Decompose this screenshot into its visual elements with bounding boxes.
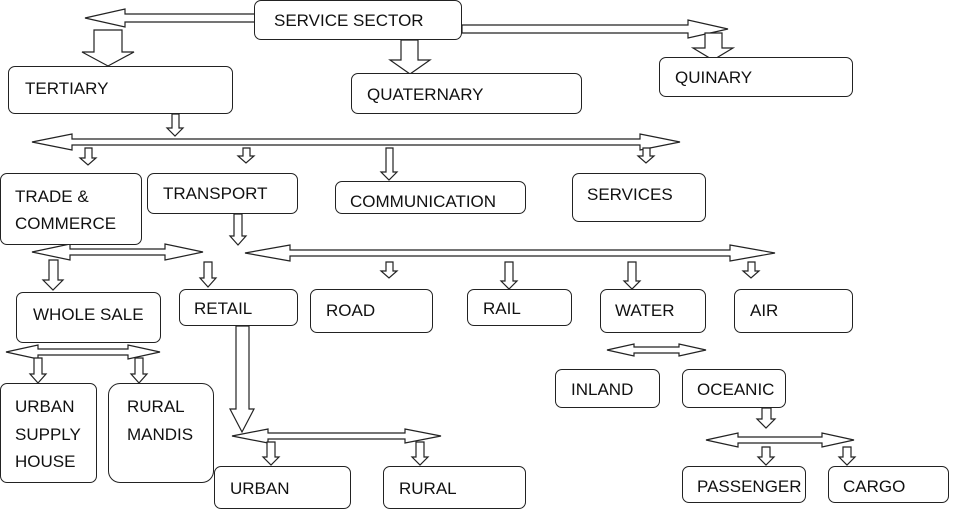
node-tertiary: TERTIARY: [8, 66, 233, 114]
arrow-down-urban-supply: [28, 357, 48, 384]
node-communication: COMMUNICATION: [335, 181, 526, 214]
arrow-down-transport: [236, 147, 256, 164]
arrow-down-passenger: [756, 446, 776, 466]
node-label: WATER: [615, 301, 675, 320]
node-label: TERTIARY: [25, 79, 109, 98]
node-label: INLAND: [571, 380, 634, 399]
arrow-down-rural-mandis: [129, 357, 149, 384]
arrow-oceanic-branch: [705, 432, 855, 448]
node-label: SERVICES: [587, 185, 673, 204]
node-label: URBAN: [15, 397, 75, 416]
arrow-down-retail: [198, 261, 218, 288]
arrow-service-right: [461, 19, 729, 39]
arrow-down-road: [379, 261, 399, 279]
node-rural-mandis: RURAL MANDIS: [108, 383, 214, 483]
node-inland: INLAND: [555, 369, 660, 408]
arrow-down-tertiary: [81, 29, 135, 67]
node-label: COMMUNICATION: [350, 192, 497, 211]
arrow-down-cargo: [837, 446, 857, 466]
arrow-tertiary-branch: [31, 133, 681, 151]
node-label: TRADE &: [15, 187, 89, 206]
node-label: ROAD: [326, 301, 376, 320]
node-water: WATER: [600, 289, 706, 333]
arrow-down-tertiary-split: [165, 113, 185, 137]
node-label: SERVICE SECTOR: [274, 11, 424, 30]
node-label: RURAL: [127, 397, 185, 416]
arrow-down-communication: [379, 147, 399, 181]
arrow-service-left: [84, 8, 256, 28]
arrow-down-air: [741, 261, 761, 279]
arrow-down-water: [622, 261, 642, 290]
node-air: AIR: [734, 289, 853, 333]
node-label: AIR: [750, 301, 779, 320]
arrow-water-branch: [606, 343, 707, 357]
node-trade-commerce: TRADE & COMMERCE: [0, 173, 142, 245]
node-cargo: CARGO: [828, 466, 949, 503]
node-label: MANDIS: [127, 425, 194, 444]
arrow-down-rural: [410, 441, 430, 466]
arrow-down-rail: [499, 261, 519, 290]
arrow-down-oceanic: [755, 407, 777, 429]
node-label: RETAIL: [194, 299, 253, 318]
node-label: QUATERNARY: [367, 85, 484, 104]
node-label: RURAL: [399, 479, 457, 498]
arrow-retail-branch: [231, 428, 442, 444]
node-urban: URBAN: [214, 466, 351, 509]
arrow-transport-branch: [244, 244, 776, 262]
node-retail: RETAIL: [179, 289, 298, 326]
node-road: ROAD: [310, 289, 433, 333]
node-label: URBAN: [230, 479, 290, 498]
arrow-wholesale-branch: [5, 344, 161, 360]
arrow-down-transport-split: [228, 213, 248, 246]
node-quaternary: QUATERNARY: [351, 73, 582, 114]
arrow-down-trade: [78, 147, 98, 166]
arrow-down-retail-split: [229, 325, 255, 434]
node-label: TRANSPORT: [163, 184, 268, 203]
node-label: QUINARY: [675, 68, 753, 87]
arrow-down-quinary: [690, 32, 736, 61]
node-label: COMMERCE: [15, 214, 117, 233]
node-rural: RURAL: [383, 466, 526, 509]
node-service-sector: SERVICE SECTOR: [254, 0, 462, 40]
node-label: HOUSE: [15, 452, 76, 471]
node-label: OCEANIC: [697, 380, 775, 399]
node-urban-supply-house: URBAN SUPPLY HOUSE: [0, 383, 97, 483]
node-label: SUPPLY: [15, 425, 81, 444]
arrow-down-services: [636, 147, 656, 164]
node-transport: TRANSPORT: [147, 173, 298, 214]
node-label: RAIL: [483, 299, 521, 318]
node-quinary: QUINARY: [659, 57, 853, 97]
node-label: WHOLE SALE: [33, 305, 144, 324]
arrow-down-quaternary: [388, 39, 432, 75]
node-passenger: PASSENGER: [682, 466, 806, 503]
node-label: CARGO: [843, 477, 906, 496]
node-label: PASSENGER: [697, 477, 802, 496]
node-wholesale: WHOLE SALE: [16, 292, 161, 343]
arrow-down-urban: [261, 441, 281, 466]
node-services: SERVICES: [572, 173, 706, 222]
node-rail: RAIL: [467, 289, 572, 326]
arrow-down-wholesale: [41, 259, 65, 291]
node-oceanic: OCEANIC: [682, 369, 786, 408]
arrow-trade-branch: [31, 243, 204, 261]
